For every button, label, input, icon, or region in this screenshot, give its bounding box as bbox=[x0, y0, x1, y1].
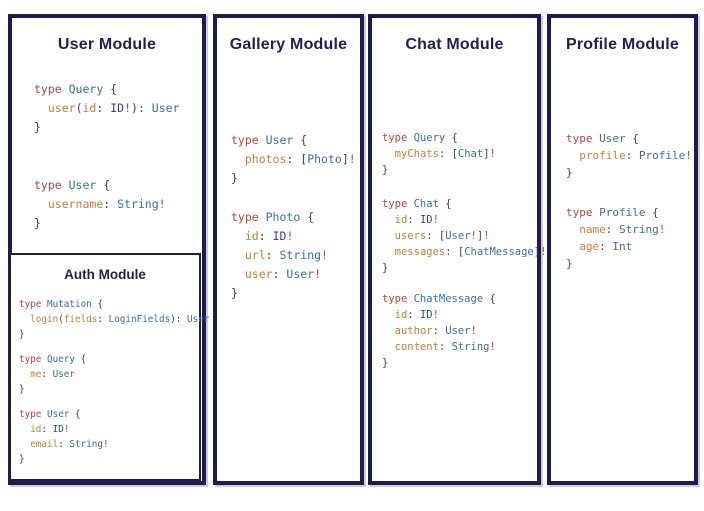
code-block: type Mutation { login(fields: LoginField… bbox=[19, 299, 210, 340]
panel-auth-module: Auth Module type Mutation { login(fields… bbox=[9, 253, 209, 481]
code-block: type User { photos: [Photo]!} bbox=[231, 133, 356, 185]
code-block: type ChatMessage { id: ID! author: User!… bbox=[382, 293, 496, 369]
code-block: type User { profile: Profile!} bbox=[566, 132, 692, 179]
panel-chat-module: Chat Module type Query { myChats: [Chat]… bbox=[368, 14, 546, 485]
panel-title-user-module: User Module bbox=[57, 36, 157, 53]
panel-title-profile-module: Profile Module bbox=[565, 36, 680, 53]
panel-gallery-module: Gallery Module type User { photos: [Phot… bbox=[213, 14, 364, 485]
code-block: type Profile { name: String! age: Int} bbox=[566, 206, 666, 270]
panel-user-module: User Module type Query { user(id: ID!): … bbox=[8, 14, 209, 485]
panel-profile-module: Profile Module type User { profile: Prof… bbox=[547, 14, 698, 485]
panel-title-gallery-module: Gallery Module bbox=[229, 36, 348, 53]
code-block: type User { username: String!} bbox=[34, 178, 166, 230]
code-block: type Query { me: User} bbox=[19, 354, 87, 395]
code-block: type Chat { id: ID! users: [User!]! mess… bbox=[382, 198, 547, 274]
panel-title-chat-module: Chat Module bbox=[405, 36, 504, 53]
code-block: type User { id: ID! email: String!} bbox=[19, 409, 109, 465]
code-block: type Query { myChats: [Chat]!} bbox=[382, 132, 496, 176]
code-block: type Query { user(id: ID!): User} bbox=[34, 82, 180, 134]
panel-title-auth-module: Auth Module bbox=[64, 267, 146, 282]
code-block: type Photo { id: ID! url: String! user: … bbox=[231, 210, 328, 300]
